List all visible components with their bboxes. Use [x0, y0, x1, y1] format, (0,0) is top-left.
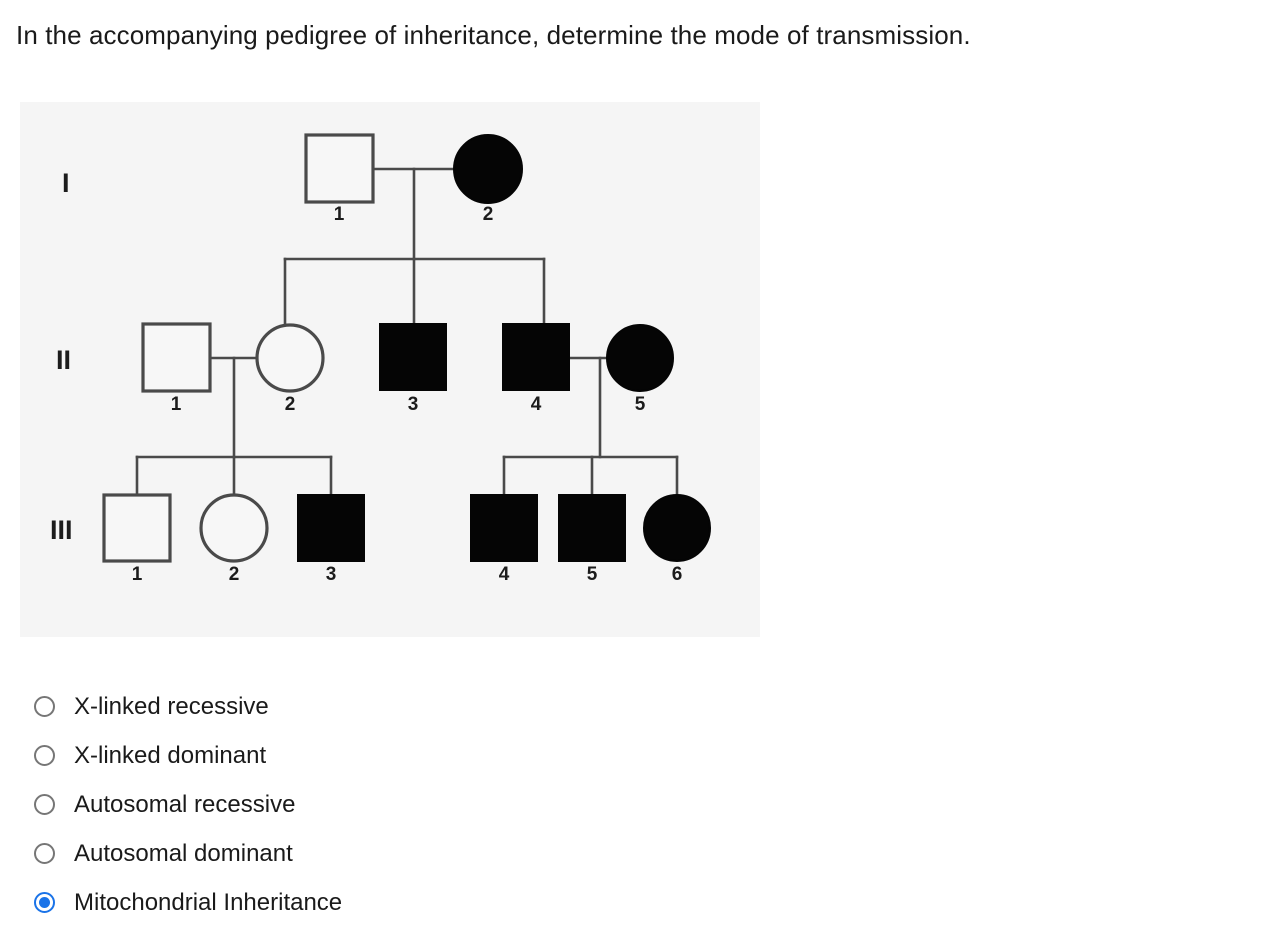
pedigree-symbol-III-5 [558, 494, 626, 562]
generation-label-III: III [50, 515, 73, 545]
pedigree-figure: I II III 1 2 1 [20, 102, 760, 637]
option-row-autosomal-dominant[interactable]: Autosomal dominant [20, 829, 720, 878]
option-row-x-linked-recessive[interactable]: X-linked recessive [20, 682, 720, 731]
pedigree-id-III-5: 5 [587, 564, 598, 585]
option-label-autosomal-dominant: Autosomal dominant [74, 839, 293, 867]
pedigree-id-III-3: 3 [326, 564, 337, 585]
pedigree-id-I-2: 2 [483, 204, 494, 225]
pedigree-id-II-1: 1 [171, 394, 182, 415]
option-label-autosomal-recessive: Autosomal recessive [74, 790, 296, 818]
pedigree-id-II-5: 5 [635, 394, 646, 415]
option-label-x-linked-recessive: X-linked recessive [74, 692, 269, 720]
pedigree-symbol-III-4 [470, 494, 538, 562]
radio-button-x-linked-recessive[interactable] [34, 696, 55, 717]
pedigree-id-III-6: 6 [672, 564, 683, 585]
pedigree-chart: I II III 1 2 1 [50, 133, 711, 585]
pedigree-symbol-III-3 [297, 494, 365, 562]
option-row-mitochondrial-inheritance[interactable]: Mitochondrial Inheritance [20, 878, 720, 927]
pedigree-id-II-2: 2 [285, 394, 296, 415]
pedigree-symbol-II-4 [502, 323, 570, 391]
answer-options-group: X-linked recessive X-linked dominant Aut… [20, 682, 720, 927]
radio-button-mitochondrial-inheritance[interactable] [34, 892, 55, 913]
option-label-x-linked-dominant: X-linked dominant [74, 741, 267, 769]
radio-button-autosomal-dominant[interactable] [34, 843, 55, 864]
pedigree-id-III-1: 1 [132, 564, 143, 585]
pedigree-symbol-II-3 [379, 323, 447, 391]
pedigree-id-II-4: 4 [531, 394, 542, 415]
option-row-autosomal-recessive[interactable]: Autosomal recessive [20, 780, 720, 829]
pedigree-id-III-2: 2 [229, 564, 240, 585]
pedigree-symbol-III-2 [199, 493, 269, 563]
pedigree-symbol-III-1 [102, 493, 172, 563]
pedigree-symbol-I-1 [304, 133, 375, 204]
pedigree-id-II-3: 3 [408, 394, 419, 415]
option-row-x-linked-dominant[interactable]: X-linked dominant [20, 731, 720, 780]
pedigree-symbol-II-2 [255, 323, 325, 393]
pedigree-symbol-II-5 [606, 324, 674, 392]
pedigree-symbol-III-6 [643, 494, 711, 562]
generation-label-II: II [56, 345, 71, 375]
radio-button-autosomal-recessive[interactable] [34, 794, 55, 815]
radio-button-x-linked-dominant[interactable] [34, 745, 55, 766]
pedigree-symbol-II-1 [141, 322, 212, 393]
question-text: In the accompanying pedigree of inherita… [16, 20, 971, 50]
generation-label-I: I [62, 168, 70, 198]
option-label-mitochondrial-inheritance: Mitochondrial Inheritance [74, 888, 343, 916]
pedigree-id-III-4: 4 [499, 564, 510, 585]
pedigree-id-I-1: 1 [334, 204, 345, 225]
pedigree-symbol-I-2 [453, 134, 523, 204]
